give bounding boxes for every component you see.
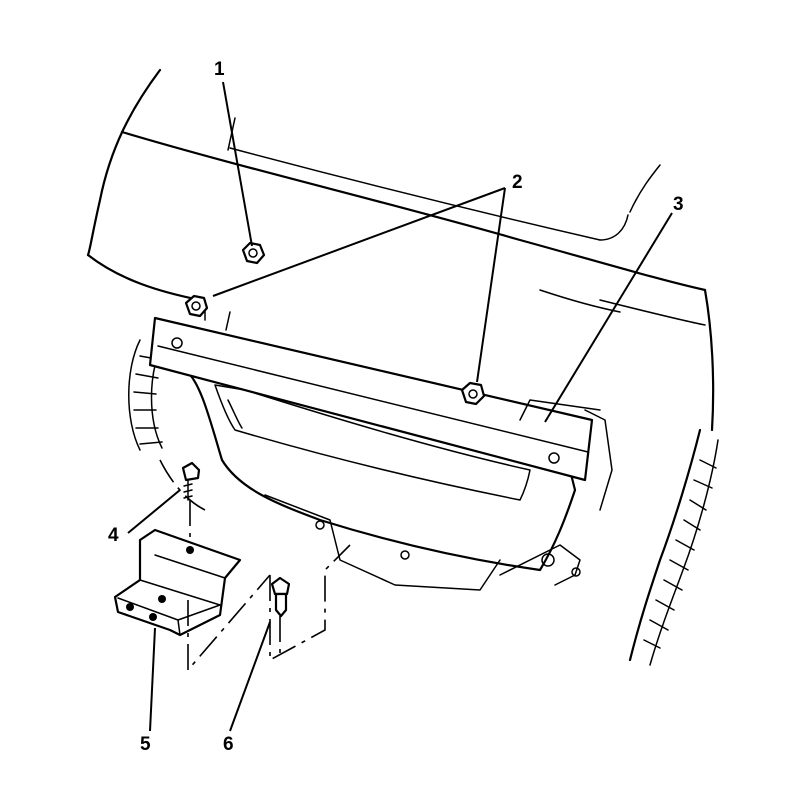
bolt-2a — [184, 294, 209, 318]
bolt-2b — [460, 381, 486, 406]
callout-2: 2 — [512, 172, 523, 193]
clip-6 — [270, 576, 291, 660]
callout-3: 3 — [673, 194, 684, 215]
right-tire — [628, 428, 719, 666]
callout-6: 6 — [223, 734, 234, 755]
support-bar — [148, 299, 601, 482]
hood-panel — [86, 68, 715, 432]
callout-labels: 1 2 3 4 5 6 — [108, 59, 684, 755]
leader-lines — [127, 81, 673, 732]
hood-nut-1 — [241, 241, 266, 265]
mounting-guides — [187, 544, 351, 673]
callout-5: 5 — [140, 734, 151, 755]
bracket-5 — [113, 528, 242, 637]
bolt-4 — [181, 461, 201, 545]
callout-4: 4 — [108, 525, 119, 546]
callout-1: 1 — [214, 59, 225, 80]
